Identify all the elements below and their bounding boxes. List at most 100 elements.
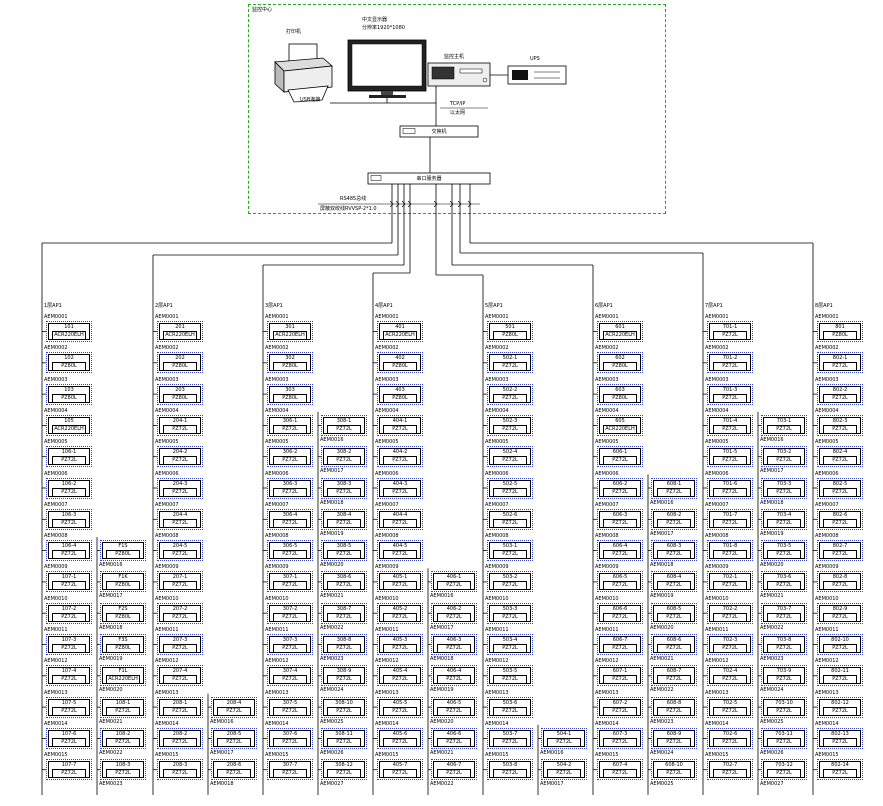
meter-cell[interactable]: 108-1PZ72L [100,696,146,718]
meter-cell[interactable]: 106-1PZ72L [46,446,92,468]
meter-cell[interactable]: 802-5PZ72L [817,477,863,499]
meter-cell[interactable]: 106-4PZ72L [46,540,92,562]
meter-cell[interactable]: 502-3PZ72L [487,414,533,436]
meter-cell[interactable]: 503-7PZ72L [487,727,533,749]
meter-cell[interactable]: 107-1PZ72L [46,571,92,593]
meter-cell[interactable]: 301ACR220ELH [267,321,313,342]
meter-cell[interactable]: 608-7PZ72L [651,665,697,687]
meter-cell[interactable]: 207-4PZ72L [157,665,203,687]
meter-cell[interactable]: 306-3PZ72L [267,477,313,499]
meter-cell[interactable]: 801PZ80L [817,321,863,342]
meter-cell[interactable]: 703-4PZ72L [761,508,807,530]
meter-cell[interactable]: 502-2PZ72L [487,383,533,405]
meter-cell[interactable]: 607-4PZ72L [597,759,643,781]
meter-cell[interactable]: 107-3PZ72L [46,634,92,655]
meter-cell[interactable]: 802-10PZ72L [817,634,863,655]
meter-cell[interactable]: 701-3PZ72L [707,383,753,405]
meter-cell[interactable]: 405-3PZ72L [377,634,423,655]
meter-cell[interactable]: 701-2PZ72L [707,352,753,374]
meter-cell[interactable]: 503-5PZ72L [487,665,533,687]
meter-cell[interactable]: 406-7PZ72L [431,759,477,781]
meter-cell[interactable]: 504-2PZ72L [541,759,587,781]
meter-cell[interactable]: 204-2PZ72L [157,446,203,468]
meter-cell[interactable]: 307-7PZ72L [267,759,313,781]
meter-cell[interactable]: 405-4PZ72L [377,665,423,687]
meter-cell[interactable]: 308-9PZ72L [321,665,367,687]
meter-cell[interactable]: F3SPZ80L [100,634,146,655]
meter-cell[interactable]: 603PZ80L [597,383,643,405]
meter-cell[interactable]: 703-12PZ72L [761,759,807,781]
meter-cell[interactable]: 404-3PZ72L [377,477,423,499]
meter-cell[interactable]: 503-3PZ72L [487,602,533,624]
meter-cell[interactable]: 607-1PZ72L [597,665,643,687]
meter-cell[interactable]: 802-12PZ72L [817,696,863,718]
meter-cell[interactable]: 802-14PZ72L [817,759,863,781]
meter-cell[interactable]: 307-5PZ72L [267,696,313,718]
meter-cell[interactable]: 306-4PZ72L [267,508,313,530]
meter-cell[interactable]: 406-6PZ72L [431,727,477,749]
meter-cell[interactable]: 802-2PZ72L [817,383,863,405]
meter-cell[interactable]: 405-2PZ72L [377,602,423,624]
meter-cell[interactable]: 502-5PZ72L [487,477,533,499]
meter-cell[interactable]: 701-6PZ72L [707,477,753,499]
meter-cell[interactable]: 308-1PZ72L [321,414,367,436]
meter-cell[interactable]: 504-1PZ72L [541,727,587,749]
meter-cell[interactable]: 602PZ80L [597,352,643,374]
meter-cell[interactable]: 208-3PZ72L [157,759,203,781]
meter-cell[interactable]: 208-4PZ72L [211,696,257,718]
meter-cell[interactable]: 606-5PZ72L [597,571,643,593]
meter-cell[interactable]: 108-3PZ72L [100,759,146,781]
meter-cell[interactable]: 702-6PZ72L [707,727,753,749]
meter-cell[interactable]: 501PZ80L [487,321,533,342]
meter-cell[interactable]: 207-2PZ72L [157,602,203,624]
meter-cell[interactable]: 306-2PZ72L [267,446,313,468]
meter-cell[interactable]: 601ACR220ELH [597,321,643,342]
meter-cell[interactable]: 701-7PZ72L [707,508,753,530]
meter-cell[interactable]: 703-2PZ72L [761,446,807,468]
meter-cell[interactable]: 306-5PZ72L [267,540,313,562]
meter-cell[interactable]: 204-4PZ72L [157,508,203,530]
meter-cell[interactable]: F1LACR220ELH [100,665,146,687]
meter-cell[interactable]: 703-9PZ72L [761,665,807,687]
meter-cell[interactable]: 406-3PZ72L [431,634,477,655]
meter-cell[interactable]: 307-3PZ72L [267,634,313,655]
meter-cell[interactable]: 608-9PZ72L [651,727,697,749]
meter-cell[interactable]: 404-4PZ72L [377,508,423,530]
meter-cell[interactable]: 406-4PZ72L [431,665,477,687]
meter-cell[interactable]: 802-13PZ72L [817,727,863,749]
meter-cell[interactable]: 406-5PZ72L [431,696,477,718]
meter-cell[interactable]: 406-2PZ72L [431,602,477,624]
meter-cell[interactable]: 403PZ80L [377,383,423,405]
meter-cell[interactable]: 607-3PZ72L [597,727,643,749]
meter-cell[interactable]: 703-10PZ72L [761,696,807,718]
meter-cell[interactable]: 702-7PZ72L [707,759,753,781]
meter-cell[interactable]: 107-7PZ72L [46,759,92,781]
meter-cell[interactable]: 307-1PZ72L [267,571,313,593]
meter-cell[interactable]: 201ACR220ELH [157,321,203,342]
meter-cell[interactable]: 404-2PZ72L [377,446,423,468]
meter-cell[interactable]: 107-4PZ72L [46,665,92,687]
meter-cell[interactable]: 606-2PZ72L [597,477,643,499]
meter-cell[interactable]: 308-7PZ72L [321,602,367,624]
meter-cell[interactable]: 802-3PZ72L [817,414,863,436]
meter-cell[interactable]: 606-6PZ72L [597,602,643,624]
meter-cell[interactable]: 606-4PZ72L [597,540,643,562]
meter-cell[interactable]: 802-4PZ72L [817,446,863,468]
meter-cell[interactable]: 308-12PZ72L [321,759,367,781]
meter-cell[interactable]: 308-2PZ72L [321,446,367,468]
meter-cell[interactable]: 204-5PZ72L [157,540,203,562]
meter-cell[interactable]: 606-3PZ72L [597,508,643,530]
meter-cell[interactable]: 802-8PZ72L [817,571,863,593]
meter-cell[interactable]: 302PZ80L [267,352,313,374]
meter-cell[interactable]: 402PZ80L [377,352,423,374]
meter-cell[interactable]: 404-5PZ72L [377,540,423,562]
meter-cell[interactable]: 404-1PZ72L [377,414,423,436]
meter-cell[interactable]: 607-2PZ72L [597,696,643,718]
meter-cell[interactable]: 502-6PZ72L [487,508,533,530]
meter-cell[interactable]: 307-4PZ72L [267,665,313,687]
meter-cell[interactable]: 702-4PZ72L [707,665,753,687]
meter-cell[interactable]: 703-8PZ72L [761,634,807,655]
meter-cell[interactable]: 703-1PZ72L [761,414,807,436]
meter-cell[interactable]: 703-3PZ72L [761,477,807,499]
meter-cell[interactable]: 207-1PZ72L [157,571,203,593]
